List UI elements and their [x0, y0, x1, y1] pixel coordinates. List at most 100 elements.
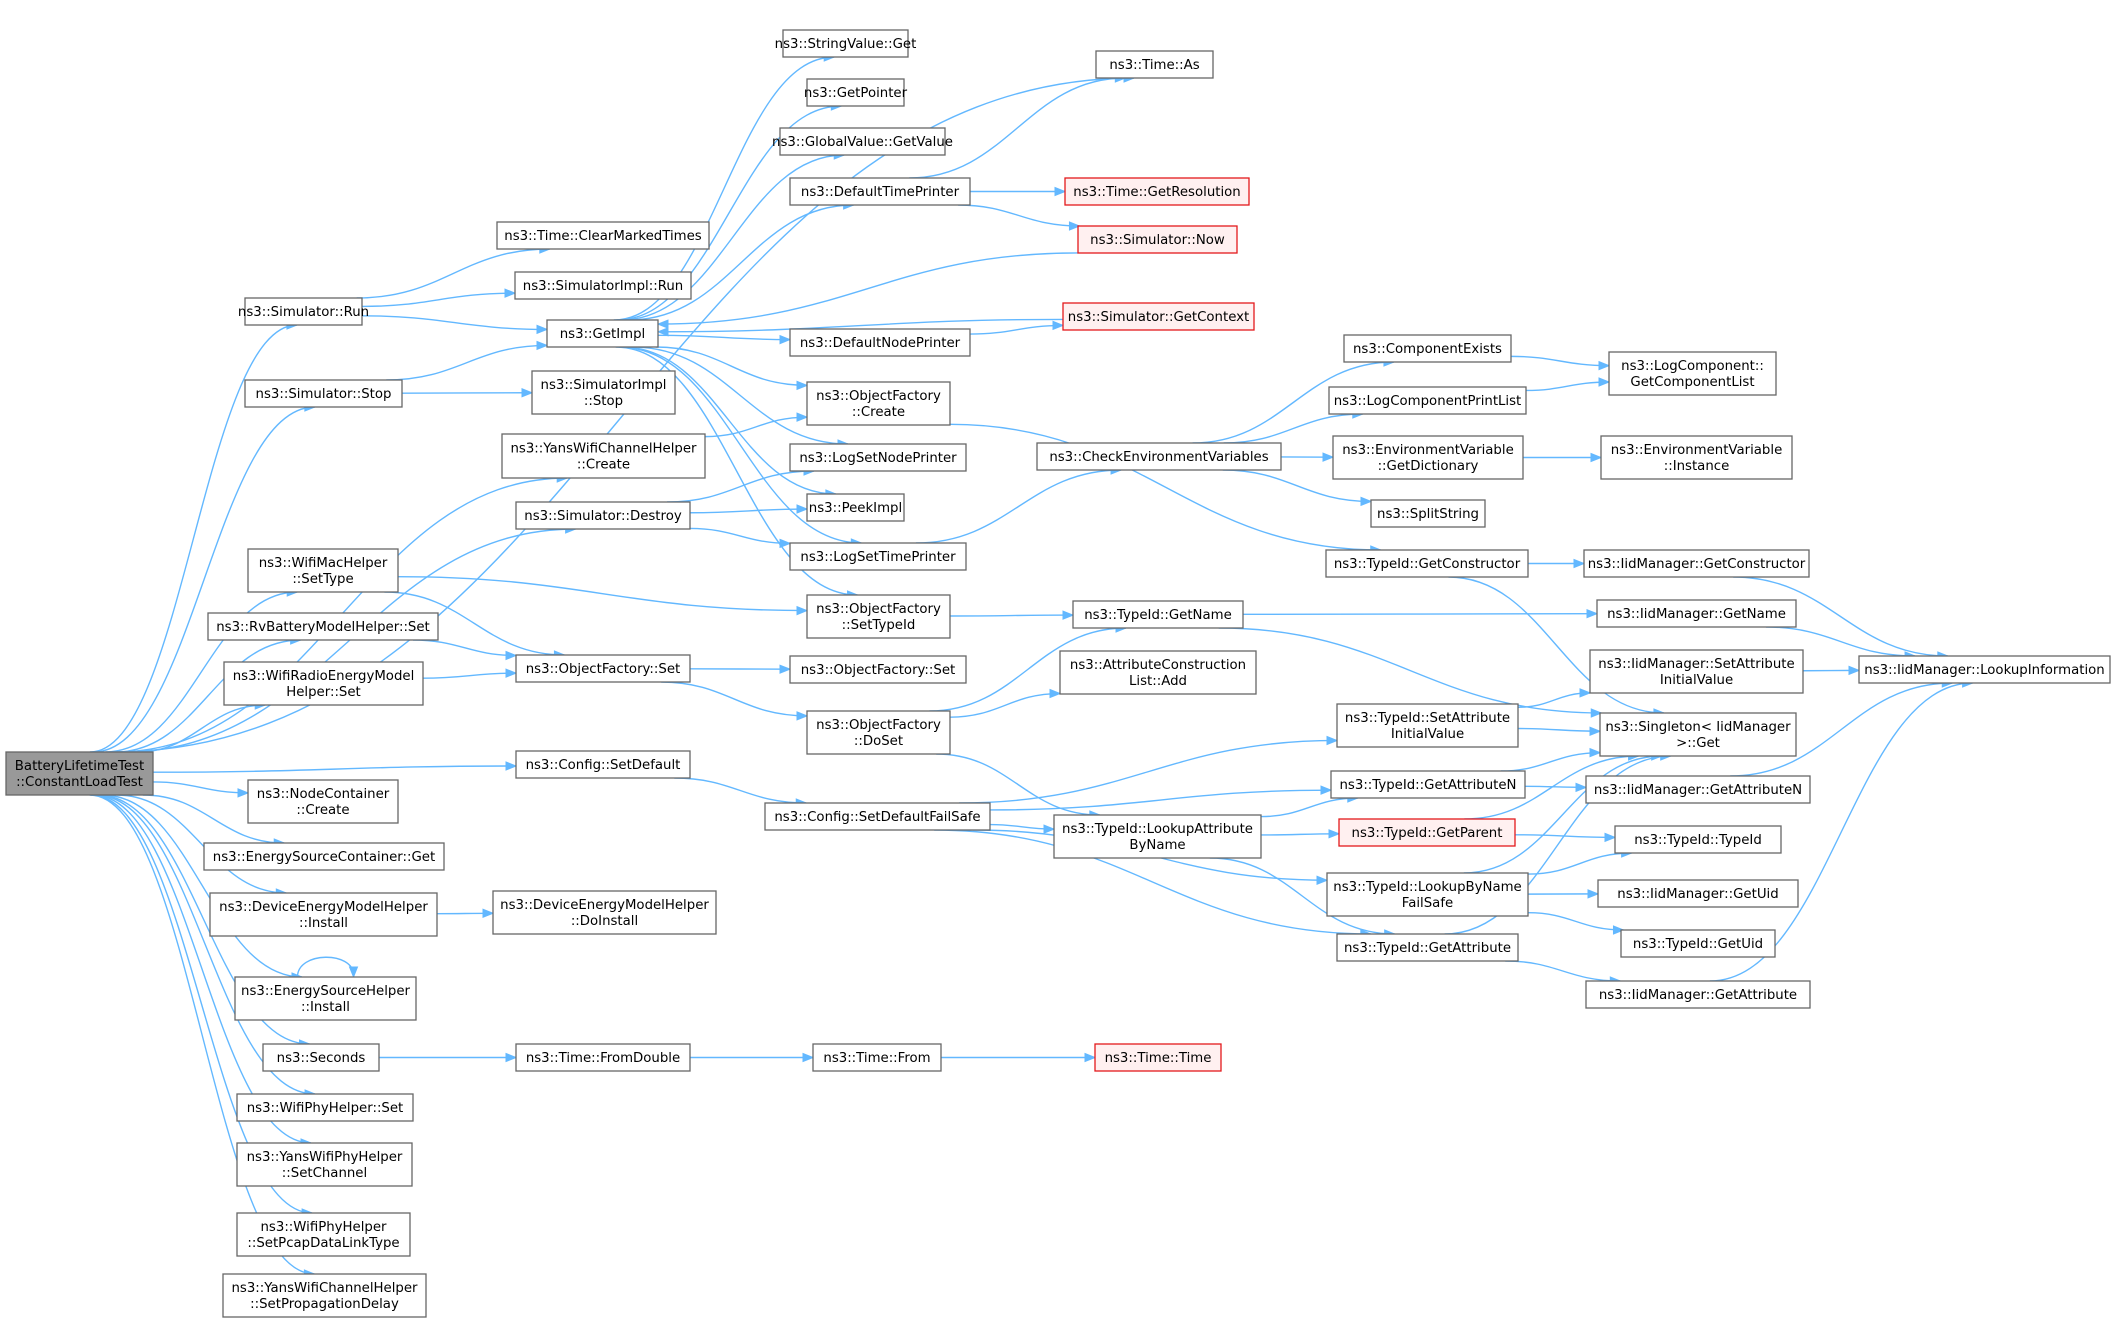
node-box — [806, 78, 905, 107]
edge-root-to-cfgsetdefault — [152, 761, 518, 773]
node-label: ns3::RvBatteryModelHelper::Set — [216, 620, 430, 635]
node-gvgetvalue[interactable]: ns3::GlobalValue::GetValue — [772, 127, 953, 156]
node-physet[interactable]: ns3::WifiPhyHelper::Set — [236, 1093, 414, 1122]
node-label: ns3::ObjectFactory::Set — [801, 663, 955, 678]
node-ofcreate[interactable]: ns3::ObjectFactory::Create — [806, 381, 951, 426]
node-imgetattrn[interactable]: ns3::IidManager::GetAttributeN — [1585, 775, 1811, 804]
node-tidgetparent[interactable]: ns3::TypeId::GetParent — [1338, 818, 1516, 847]
node-label: ns3::PeekImpl — [809, 501, 902, 516]
edge-line — [949, 423, 1381, 551]
node-lognodeprinter[interactable]: ns3::LogSetNodePrinter — [789, 443, 967, 472]
node-timetime[interactable]: ns3::Time::Time — [1094, 1043, 1222, 1072]
node-deftimeprinter[interactable]: ns3::DefaultTimePrinter — [789, 177, 971, 206]
node-checkenv[interactable]: ns3::CheckEnvironmentVariables — [1036, 442, 1282, 471]
node-tidgetctor[interactable]: ns3::TypeId::GetConstructor — [1325, 549, 1529, 578]
node-cfgfailsafe[interactable]: ns3::Config::SetDefaultFailSafe — [764, 802, 991, 831]
node-imlookup[interactable]: ns3::IidManager::LookupInformation — [1858, 655, 2111, 684]
node-box — [1343, 334, 1512, 363]
edge-cfgfailsafe-to-lookupattr — [989, 823, 1056, 834]
node-peekimpl[interactable]: ns3::PeekImpl — [806, 493, 905, 522]
node-implrun[interactable]: ns3::SimulatorImpl::Run — [514, 271, 692, 300]
node-seconds[interactable]: ns3::Seconds — [262, 1043, 380, 1072]
node-tidtypeid[interactable]: ns3::TypeId::TypeId — [1614, 825, 1782, 854]
edge-line — [152, 781, 249, 794]
node-yanschcreate[interactable]: ns3::YansWifiChannelHelper::Create — [501, 433, 706, 479]
node-ofset[interactable]: ns3::ObjectFactory::Set — [515, 654, 691, 683]
node-tidgetattrn[interactable]: ns3::TypeId::GetAttributeN — [1330, 770, 1526, 799]
edge-imsetattr-to-imlookup — [1802, 665, 1861, 676]
node-timeas[interactable]: ns3::Time::As — [1095, 50, 1214, 79]
node-box — [1583, 549, 1810, 578]
edge-line — [296, 956, 355, 978]
node-label: ns3::EnergySourceContainer::Get — [213, 850, 435, 865]
node-timefrom[interactable]: ns3::Time::From — [812, 1043, 942, 1072]
edge-line — [105, 591, 298, 753]
arrowhead — [779, 334, 792, 345]
node-fromdouble[interactable]: ns3::Time::FromDouble — [515, 1043, 691, 1072]
node-cfgsetdefault[interactable]: ns3::Config::SetDefault — [515, 750, 691, 779]
node-tidgetuid[interactable]: ns3::TypeId::GetUid — [1620, 929, 1776, 958]
node-label: ns3::Config::SetDefaultFailSafe — [774, 810, 980, 825]
node-imgetctor[interactable]: ns3::IidManager::GetConstructor — [1583, 549, 1810, 578]
edge-line — [115, 639, 301, 753]
node-envdict[interactable]: ns3::EnvironmentVariable::GetDictionary — [1332, 435, 1524, 480]
node-box — [514, 271, 692, 300]
node-propdelay[interactable]: ns3::YansWifiChannelHelper::SetPropagati… — [222, 1273, 427, 1318]
node-eshinstall[interactable]: ns3::EnergySourceHelper::Install — [234, 976, 417, 1021]
node-box — [515, 501, 691, 530]
node-logcompgetlist[interactable]: ns3::LogComponent::GetComponentList — [1608, 351, 1777, 396]
node-tidgetname[interactable]: ns3::TypeId::GetName — [1072, 600, 1244, 629]
node-nodecreate[interactable]: ns3::NodeContainer::Create — [247, 779, 399, 824]
node-implstop[interactable]: ns3::SimulatorImpl::Stop — [531, 370, 676, 415]
node-demhinstall[interactable]: ns3::DeviceEnergyModelHelper::Install — [209, 892, 438, 937]
node-ofsettypeid[interactable]: ns3::ObjectFactory::SetTypeId — [806, 594, 951, 639]
node-setchannel[interactable]: ns3::YansWifiPhyHelper::SetChannel — [236, 1142, 413, 1187]
node-box — [1328, 386, 1527, 415]
node-getimpl[interactable]: ns3::GetImpl — [546, 319, 659, 348]
node-tidgetattr[interactable]: ns3::TypeId::GetAttribute — [1336, 933, 1519, 962]
node-label: ns3::TypeId::TypeId — [1634, 833, 1762, 848]
node-getpointer[interactable]: ns3::GetPointer — [804, 78, 908, 107]
node-label: ns3::EnvironmentVariable — [1342, 443, 1514, 458]
node-splitstring[interactable]: ns3::SplitString — [1370, 499, 1486, 528]
arrowhead — [237, 788, 250, 798]
node-clearmarked[interactable]: ns3::Time::ClearMarkedTimes — [496, 221, 710, 250]
node-pcap[interactable]: ns3::WifiPhyHelper::SetPcapDataLinkType — [236, 1212, 411, 1257]
arrowhead — [1579, 688, 1592, 698]
edge-line — [1209, 857, 1395, 935]
node-simnow[interactable]: ns3::Simulator::Now — [1077, 225, 1238, 254]
node-run[interactable]: ns3::Simulator::Run — [238, 297, 369, 326]
node-envinstance[interactable]: ns3::EnvironmentVariable::Instance — [1600, 435, 1793, 480]
node-imgetattr[interactable]: ns3::IidManager::GetAttribute — [1585, 980, 1811, 1009]
edge-line — [1222, 469, 1372, 503]
node-logcompprint[interactable]: ns3::LogComponentPrintList — [1328, 386, 1527, 415]
node-stop[interactable]: ns3::Simulator::Stop — [244, 379, 403, 408]
node-defnodeprinter[interactable]: ns3::DefaultNodePrinter — [789, 328, 971, 357]
node-strget[interactable]: ns3::StringValue::Get — [775, 29, 917, 58]
node-imsetattr[interactable]: ns3::IidManager::SetAttributeInitialValu… — [1589, 649, 1804, 694]
node-label: ns3::Time::GetResolution — [1073, 185, 1240, 200]
node-ofset2[interactable]: ns3::ObjectFactory::Set — [789, 655, 967, 684]
node-destroy[interactable]: ns3::Simulator::Destroy — [515, 501, 691, 530]
node-singleton[interactable]: ns3::Singleton< IidManager>::Get — [1599, 712, 1797, 757]
node-compexists[interactable]: ns3::ComponentExists — [1343, 334, 1512, 363]
node-getres[interactable]: ns3::Time::GetResolution — [1064, 177, 1250, 206]
node-rvset[interactable]: ns3::RvBatteryModelHelper::Set — [207, 612, 439, 641]
node-ofdoset[interactable]: ns3::ObjectFactory::DoSet — [806, 710, 951, 755]
node-box — [1325, 549, 1529, 578]
node-logtimeprinter[interactable]: ns3::LogSetTimePrinter — [789, 542, 967, 571]
node-imgetuid[interactable]: ns3::IidManager::GetUid — [1597, 879, 1799, 908]
node-escget[interactable]: ns3::EnergySourceContainer::Get — [203, 842, 445, 871]
node-demhdoinstall[interactable]: ns3::DeviceEnergyModelHelper::DoInstall — [492, 890, 717, 935]
node-macsettype[interactable]: ns3::WifiMacHelper::SetType — [247, 548, 399, 593]
node-imgetname[interactable]: ns3::IidManager::GetName — [1596, 599, 1797, 628]
arrowhead — [796, 711, 809, 721]
edge-compexists-to-logcompgetlist — [1510, 355, 1611, 371]
node-simctx[interactable]: ns3::Simulator::GetContext — [1062, 302, 1255, 331]
node-label: ns3::ObjectFactory::Set — [526, 662, 680, 677]
